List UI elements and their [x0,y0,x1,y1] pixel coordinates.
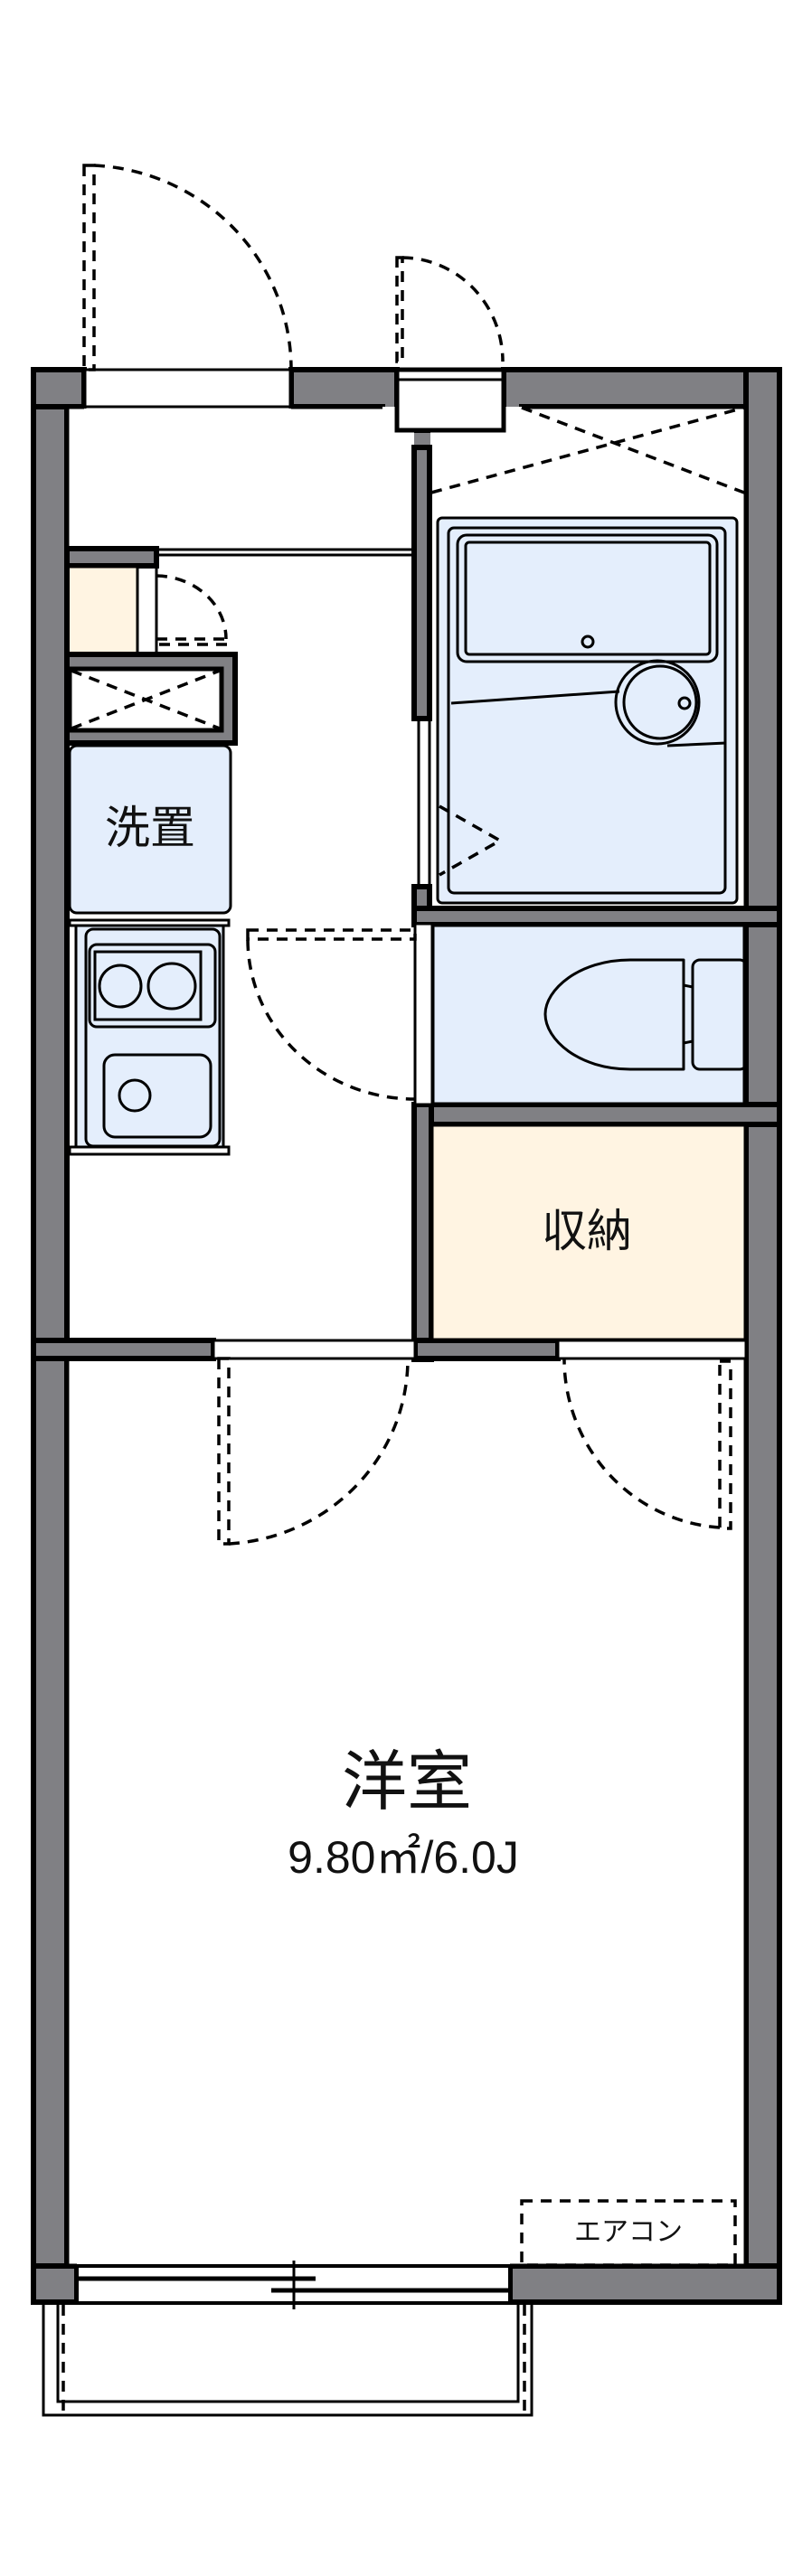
pipe-space [64,652,238,746]
toilet-bowl [543,958,685,1071]
service-door [394,256,506,433]
balcony [42,2303,533,2417]
wash-bowl [614,659,701,746]
cabinet [70,563,229,656]
room-label-western: 洋室 [341,1744,473,1819]
sink-drain [118,1078,152,1113]
tub-drain [581,635,595,649]
sink [102,1053,212,1139]
toilet-room [246,922,749,1107]
aircon-outline [520,2199,737,2267]
toilet-tank [691,958,749,1071]
aircon-label: エアコン [574,2216,683,2248]
kitchen-counter [68,918,231,1156]
bathtub [456,533,719,663]
bathroom [430,406,745,905]
bedroom-doors [212,1339,748,1546]
room-label-washer: 洗置 [105,802,195,854]
balcony-window [75,2261,512,2309]
shoe-shelf [64,546,414,569]
burner-right [146,962,197,1011]
room-label-storage: 収納 [542,1205,632,1257]
washer-area [68,744,232,915]
storage-closet [429,1122,749,1343]
burner-left [98,964,143,1009]
entrance-door [81,164,294,409]
room-area: 9.80㎡/6.0J [288,1832,519,1883]
interior-walls [31,445,782,1362]
exterior-walls [31,367,782,2305]
